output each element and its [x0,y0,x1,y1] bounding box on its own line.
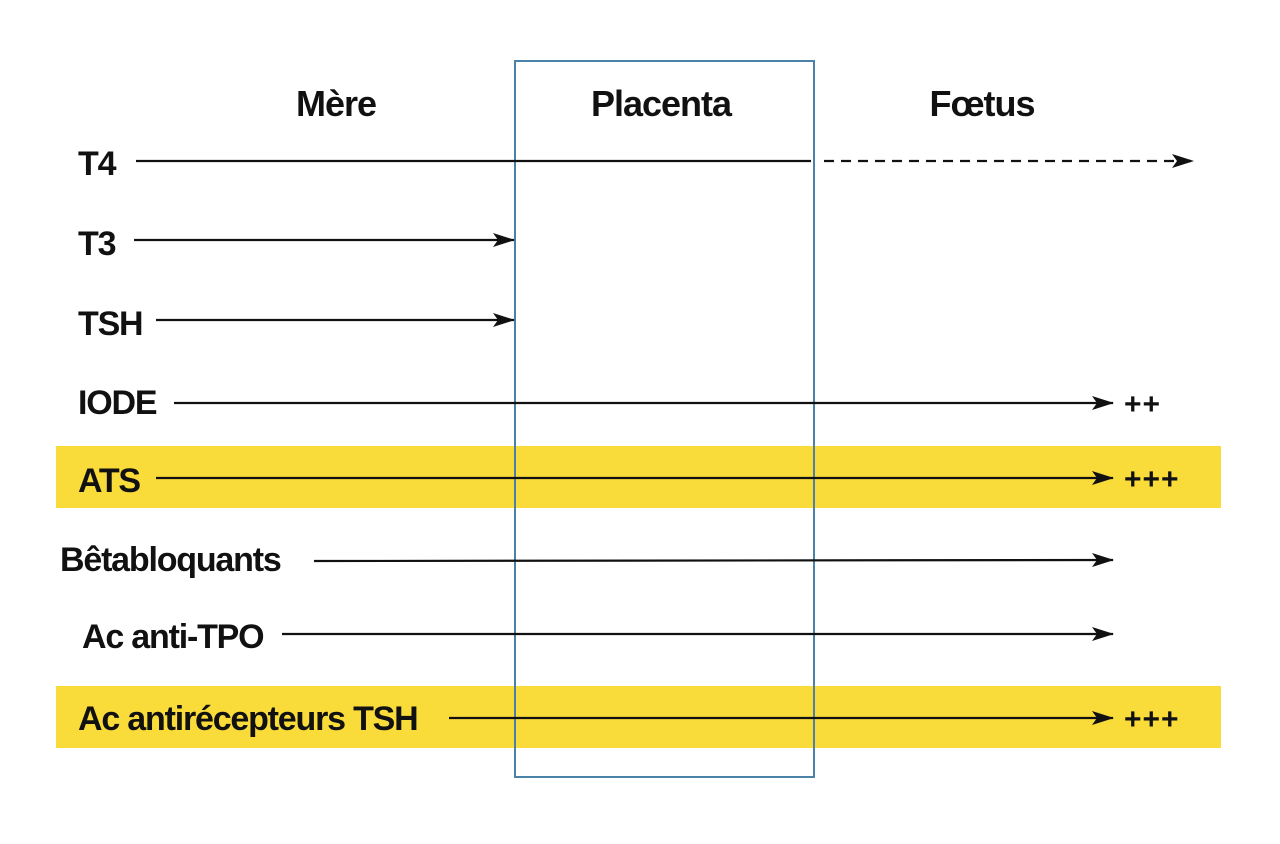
row-label-ats: ATS [78,462,140,500]
row-label-ac-antirecepteurs-tsh: Ac antirécepteurs TSH [78,700,417,738]
row-label-t4: T4 [78,145,117,183]
marker-iode: ++ [1124,388,1161,421]
marker-ats: +++ [1124,463,1180,496]
arrow-betabloquants [313,553,1114,568]
row-label-betabloquants: Bêtabloquants [60,541,281,579]
marker-ac-antirecepteurs-tsh: +++ [1124,703,1180,736]
column-header-placenta: Placenta [591,83,733,124]
row-label-iode: IODE [78,384,157,422]
column-header-mother: Mère [296,83,376,124]
column-header-fetus: Fœtus [930,83,1035,124]
row-label-tsh: TSH [78,305,142,343]
row-label-t3: T3 [78,225,116,263]
row-label-ac-anti-tpo: Ac anti-TPO [82,618,264,656]
placenta-box [514,60,815,778]
